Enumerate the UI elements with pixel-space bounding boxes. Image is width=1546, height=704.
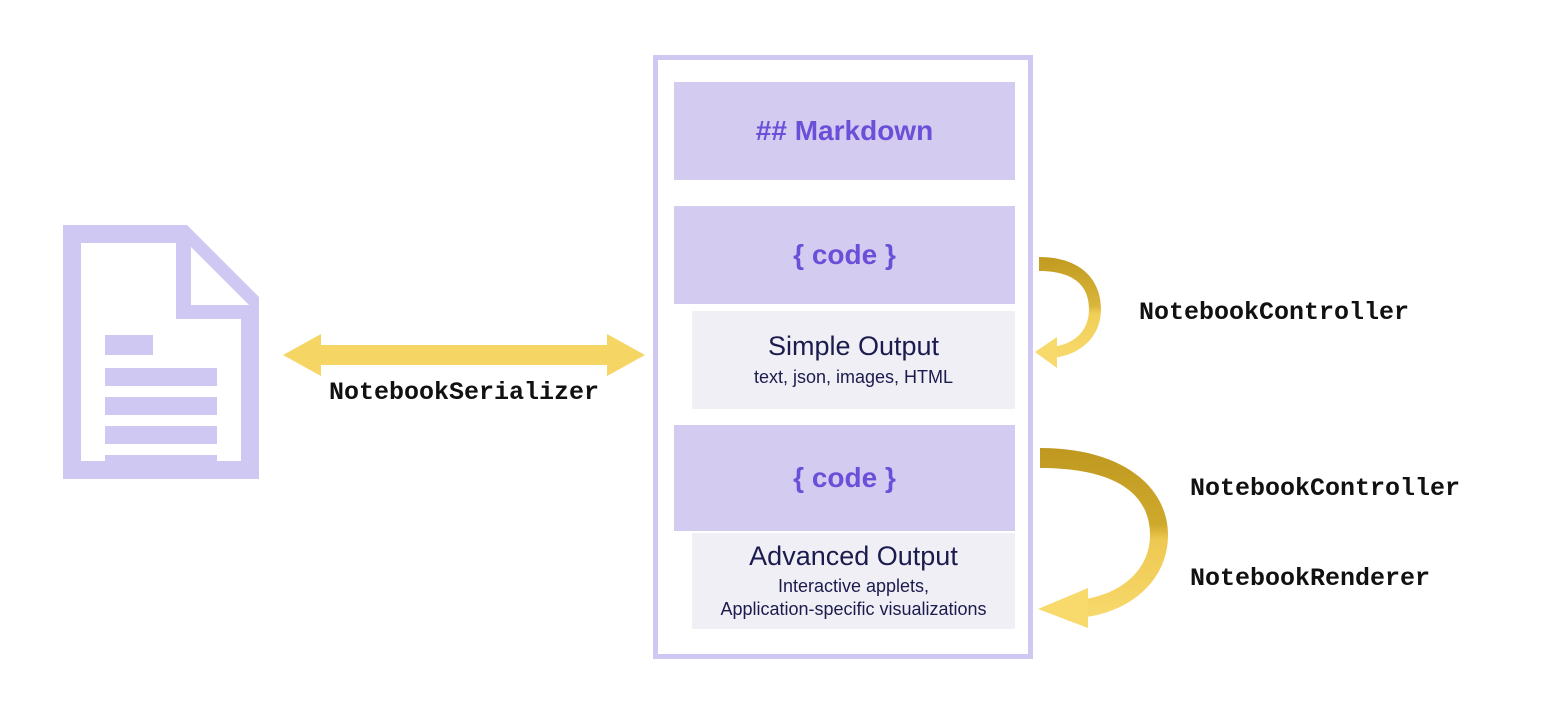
code-cell-2-text: { code } xyxy=(793,462,896,493)
label-notebook-renderer: NotebookRenderer xyxy=(1190,564,1431,593)
notebook-cell-markdown[interactable]: ## Markdown xyxy=(674,82,1015,180)
markdown-cell-text: ## Markdown xyxy=(755,115,934,146)
notebook-file-icon xyxy=(63,225,259,479)
advanced-output-subtitle: Interactive applets, Application-specifi… xyxy=(720,576,987,619)
simple-output-title: Simple Output xyxy=(767,330,940,361)
serializer-label: NotebookSerializer xyxy=(328,378,600,407)
advanced-output-title: Advanced Output xyxy=(749,540,958,571)
code-cell-1-text: { code } xyxy=(793,239,896,270)
notebook-cell-output-simple: Simple Output text, json, images, HTML xyxy=(692,311,1015,409)
label-notebook-controller-advanced: NotebookController xyxy=(1190,474,1461,503)
controller-curved-arrow-simple-icon xyxy=(1035,252,1115,368)
notebook-cell-code-1[interactable]: { code } xyxy=(674,206,1015,304)
controller-curved-arrow-advanced-icon xyxy=(1032,442,1192,628)
serializer-double-arrow-icon xyxy=(283,332,645,378)
simple-output-subtitle: text, json, images, HTML xyxy=(753,366,954,387)
notebook-cell-code-2[interactable]: { code } xyxy=(674,425,1015,531)
notebook-cell-output-advanced: Advanced Output Interactive applets, App… xyxy=(692,533,1015,629)
label-notebook-controller-simple: NotebookController xyxy=(1139,298,1410,327)
